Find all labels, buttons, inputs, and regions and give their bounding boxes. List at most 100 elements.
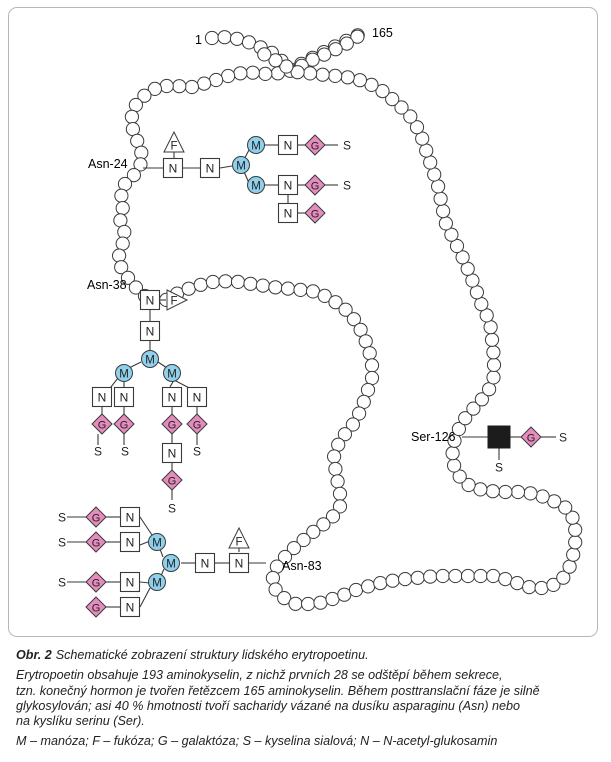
residue-letter: N [146, 324, 155, 338]
amino-acid-residue [534, 580, 549, 596]
amino-acid-residue [265, 570, 280, 586]
amino-acid-residue [286, 541, 301, 556]
amino-acid-residue [243, 276, 258, 291]
c-terminus-label: 165 [372, 26, 393, 40]
figure-panel [8, 7, 598, 637]
amino-acid-residue [337, 427, 352, 442]
amino-acid-residue [427, 167, 442, 182]
amino-acid-residue [134, 145, 149, 160]
residue-letter: F [170, 140, 177, 152]
glycosidic-bond [159, 548, 164, 558]
amino-acid-residue [328, 42, 343, 57]
amino-acid-residue [486, 568, 501, 584]
amino-acid-residue [115, 201, 130, 216]
amino-acid-residue [233, 66, 248, 81]
amino-acid-residue [317, 47, 332, 62]
amino-acid-residue [419, 143, 434, 158]
ser126-label: Ser-126 [411, 430, 456, 444]
glcnac-square [194, 552, 216, 574]
amino-acid-residue [296, 532, 311, 548]
amino-acid-residue [184, 79, 199, 95]
galactose-diamond [304, 202, 326, 224]
amino-acid-residue [469, 285, 484, 300]
galactose-diamond [161, 413, 183, 435]
residue-letter: M [119, 368, 129, 380]
amino-acid-residue [130, 133, 145, 148]
o-glycan-core-square [487, 425, 511, 449]
galactose-diamond [161, 469, 183, 491]
residue-letter: N [284, 138, 293, 152]
amino-acid-residue [394, 100, 409, 115]
sialic-acid-label: S [58, 575, 66, 589]
amino-acid-residue [385, 573, 400, 588]
amino-acid-residue [431, 179, 446, 194]
asn83-label: Asn-83 [282, 559, 322, 573]
amino-acid-residue [452, 469, 467, 484]
amino-acid-residue [277, 591, 292, 606]
amino-acid-residue [340, 70, 355, 85]
amino-acid-residue [288, 596, 303, 611]
mannose-circle [115, 364, 133, 382]
amino-acid-residue [128, 280, 143, 295]
amino-acid-residue [482, 382, 497, 397]
amino-acid-residue [301, 596, 316, 612]
glcnac-square [139, 320, 161, 342]
amino-acid-residue [510, 484, 526, 500]
amino-acid-residue [339, 36, 354, 51]
amino-acid-residue [125, 122, 140, 137]
residue-letter: M [236, 160, 246, 172]
amino-acid-residue [325, 591, 340, 607]
amino-acid-residue [245, 65, 260, 80]
amino-acid-residue [306, 524, 321, 540]
residue-letter: N [193, 390, 202, 404]
residue-letter: G [98, 419, 107, 431]
galactose-diamond [85, 571, 107, 593]
amino-acid-residue [317, 288, 332, 303]
amino-acid-residue [280, 281, 296, 296]
galactose-diamond [85, 531, 107, 553]
amino-acid-residue [114, 260, 129, 275]
amino-acid-residue [373, 576, 388, 591]
galactose-diamond [85, 506, 107, 528]
residue-letter: G [311, 140, 320, 152]
amino-acid-residue [117, 224, 132, 240]
amino-acid-residue [445, 446, 460, 461]
residue-letter: N [126, 510, 135, 524]
residue-letter: N [206, 161, 215, 175]
glcnac-square [277, 174, 299, 196]
amino-acid-residue [375, 84, 390, 99]
amino-acid-residue [435, 568, 450, 584]
amino-acid-residue [193, 277, 208, 292]
amino-acid-residue [124, 109, 139, 124]
mannose-circle [247, 136, 265, 154]
amino-acid-residue [126, 168, 141, 183]
amino-acid-residue [473, 482, 488, 497]
glycosidic-bond [219, 165, 233, 169]
amino-acid-residue [566, 547, 581, 562]
residue-letter: M [152, 537, 162, 549]
amino-acid-residue [255, 278, 270, 293]
amino-acid-residue [510, 576, 525, 591]
residue-letter: F [170, 295, 177, 307]
fucose-triangle [163, 130, 185, 153]
amino-acid-residue [204, 30, 220, 46]
glcnac-square [119, 596, 141, 618]
amino-acid-residue [485, 484, 500, 499]
amino-acid-residue [315, 67, 330, 82]
glcnac-square [228, 552, 250, 574]
galactose-diamond [304, 134, 326, 156]
glcnac-square [113, 386, 135, 408]
amino-acid-residue [293, 282, 308, 297]
amino-acid-residue [455, 250, 470, 265]
amino-acid-residue [330, 474, 345, 489]
amino-acid-residue [484, 332, 500, 347]
amino-acid-residue [423, 569, 438, 584]
amino-acid-residue [328, 295, 343, 310]
residue-letter: G [120, 419, 129, 431]
amino-acid-residue [112, 248, 127, 263]
glcnac-square [199, 157, 221, 179]
sialic-acid-label: S [495, 460, 503, 474]
amino-acid-residue [522, 580, 537, 595]
residue-letter: M [145, 354, 155, 366]
fucose-triangle [228, 526, 250, 549]
